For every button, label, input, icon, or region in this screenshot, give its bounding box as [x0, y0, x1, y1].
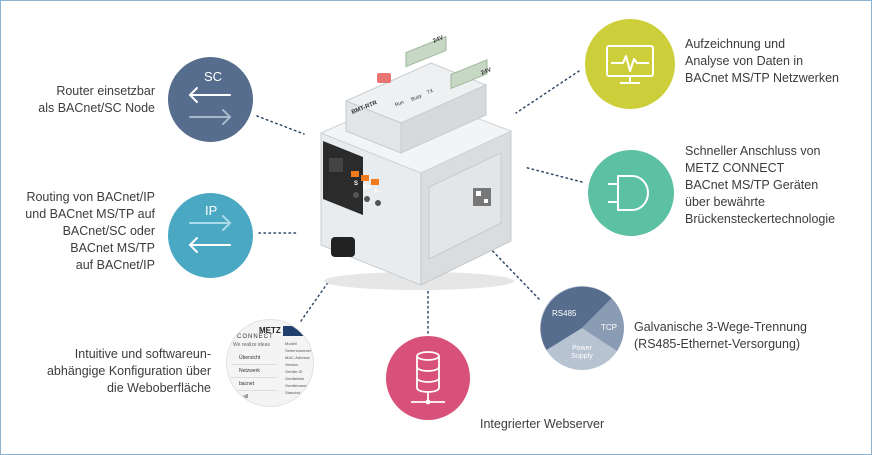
monitor-icon: [606, 45, 654, 84]
connect-text: Schneller Anschluss von METZ CONNECT BAC…: [685, 144, 836, 226]
arrows-icon: [188, 87, 232, 125]
rs485-segment: [540, 286, 612, 350]
field-label: Version: [285, 362, 299, 367]
metz-logo-sub: CONNECT: [237, 334, 274, 340]
menu-item[interactable]: Netzwerk: [231, 365, 277, 378]
content-header: [283, 326, 313, 336]
power-supply-label: Power Supply: [571, 345, 593, 360]
rs485-label: RS485: [552, 309, 577, 318]
bridge-plug-icon: [588, 150, 674, 236]
isolation-pie: RS485 TCP Power Supply: [539, 285, 625, 371]
analysis-text: Aufzeichnung und Analyse von Daten in BA…: [685, 37, 839, 85]
terminal-label: S: [354, 181, 359, 187]
webserver-text: Integrierter Webserver: [480, 417, 605, 431]
metz-logo: METZ: [259, 326, 281, 335]
tagline: We realize ideas: [233, 342, 270, 348]
ip-routing-icon: IP: [168, 193, 253, 278]
webserver-icon: [386, 336, 470, 420]
menu-item[interactable]: Übersicht: [231, 352, 277, 365]
database-icon: [411, 351, 445, 405]
tcp-label: TCP: [601, 323, 617, 332]
field-list: Modell Seriennummer MAC-Adresse Version …: [285, 340, 313, 396]
terminal-label: A-: [374, 189, 381, 195]
analysis-icon: [585, 19, 675, 109]
arrows-icon: [188, 215, 232, 253]
field-label: Standort: [285, 390, 301, 395]
field-label: Modell: [285, 341, 297, 346]
field-label: MAC-Adresse: [285, 355, 310, 360]
router-text: Router einsetzbar als BACnet/SC Node: [38, 84, 155, 115]
tcp-segment: [582, 298, 624, 351]
field-label: Geräteliste: [285, 376, 305, 381]
sc-router-icon: SC: [168, 57, 253, 142]
field-label: Geräte-ID: [285, 369, 303, 374]
web-ui-screenshot: METZ CONNECT We realize ideas Übersicht …: [226, 319, 314, 407]
routing-text: Routing von BACnet/IP und BACnet MS/TP a…: [25, 190, 155, 272]
plug-icon: [608, 175, 649, 211]
side-menu: Übersicht Netzwerk bacnet ...all: [231, 352, 277, 403]
sc-label: SC: [204, 69, 223, 84]
field-label: Gerätename: [285, 383, 308, 388]
config-text: Intuitive und softwareun- abhängige Konf…: [46, 347, 211, 395]
menu-item[interactable]: ...all: [239, 394, 249, 400]
bacnet-router-device: 24V 24V BMT-RTR Run Busy TX S B+ A-: [301, 23, 531, 293]
isolation-text: Galvanische 3-Wege-Trennung (RS485-Ether…: [634, 320, 808, 351]
menu-item[interactable]: bacnet: [231, 378, 277, 391]
ip-label: IP: [205, 203, 218, 218]
terminal-label: B+: [363, 185, 371, 191]
field-label: Seriennummer: [285, 348, 312, 353]
